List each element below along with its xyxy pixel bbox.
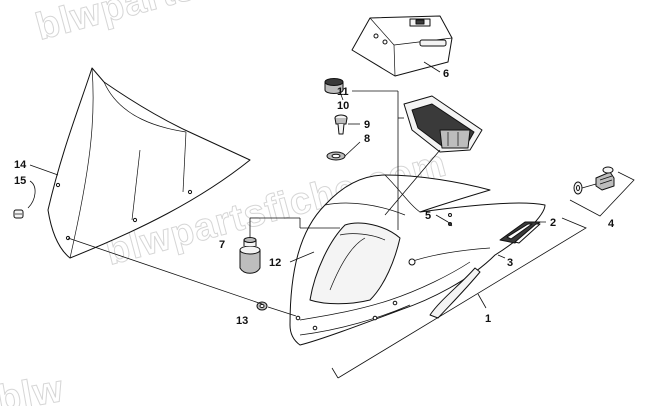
callout-14: 14 [14, 159, 27, 171]
callout-7: 7 [219, 239, 225, 251]
screw-part-15 [13, 209, 24, 219]
watermark-text-top: blwpartsfiche.com [31, 0, 381, 49]
callout-2: 2 [550, 217, 556, 229]
callout-9: 9 [364, 119, 370, 131]
callout-4: 4 [608, 218, 615, 230]
callout-1: 1 [485, 313, 491, 325]
callout-8: 8 [364, 133, 370, 145]
nut-part-13 [256, 301, 268, 311]
electronic-module [403, 95, 483, 153]
callout-12: 12 [269, 257, 281, 269]
callout-10: 10 [337, 100, 349, 112]
callout-6: 6 [443, 68, 449, 80]
washer-part-8 [326, 151, 346, 161]
hood-assembly [289, 174, 546, 346]
grommet-assembly-part-4 [573, 166, 615, 195]
screw-part-5 [447, 221, 453, 227]
storage-box [351, 15, 453, 77]
callout-3: 3 [507, 257, 513, 269]
callout-13: 13 [236, 315, 248, 327]
watermark-text-bottom: blw [0, 368, 67, 406]
leader-lines [27, 61, 635, 379]
callout-15: 15 [14, 175, 26, 187]
nut-part-10 [324, 78, 344, 94]
switch-part-7 [239, 237, 261, 274]
callout-5: 5 [425, 210, 431, 222]
callout-labels: 1 2 3 4 5 6 7 8 9 10 11 12 13 14 15 [14, 68, 615, 327]
windshield [47, 67, 251, 259]
callout-11: 11 [337, 86, 349, 98]
bolt-part-9 [334, 114, 348, 135]
